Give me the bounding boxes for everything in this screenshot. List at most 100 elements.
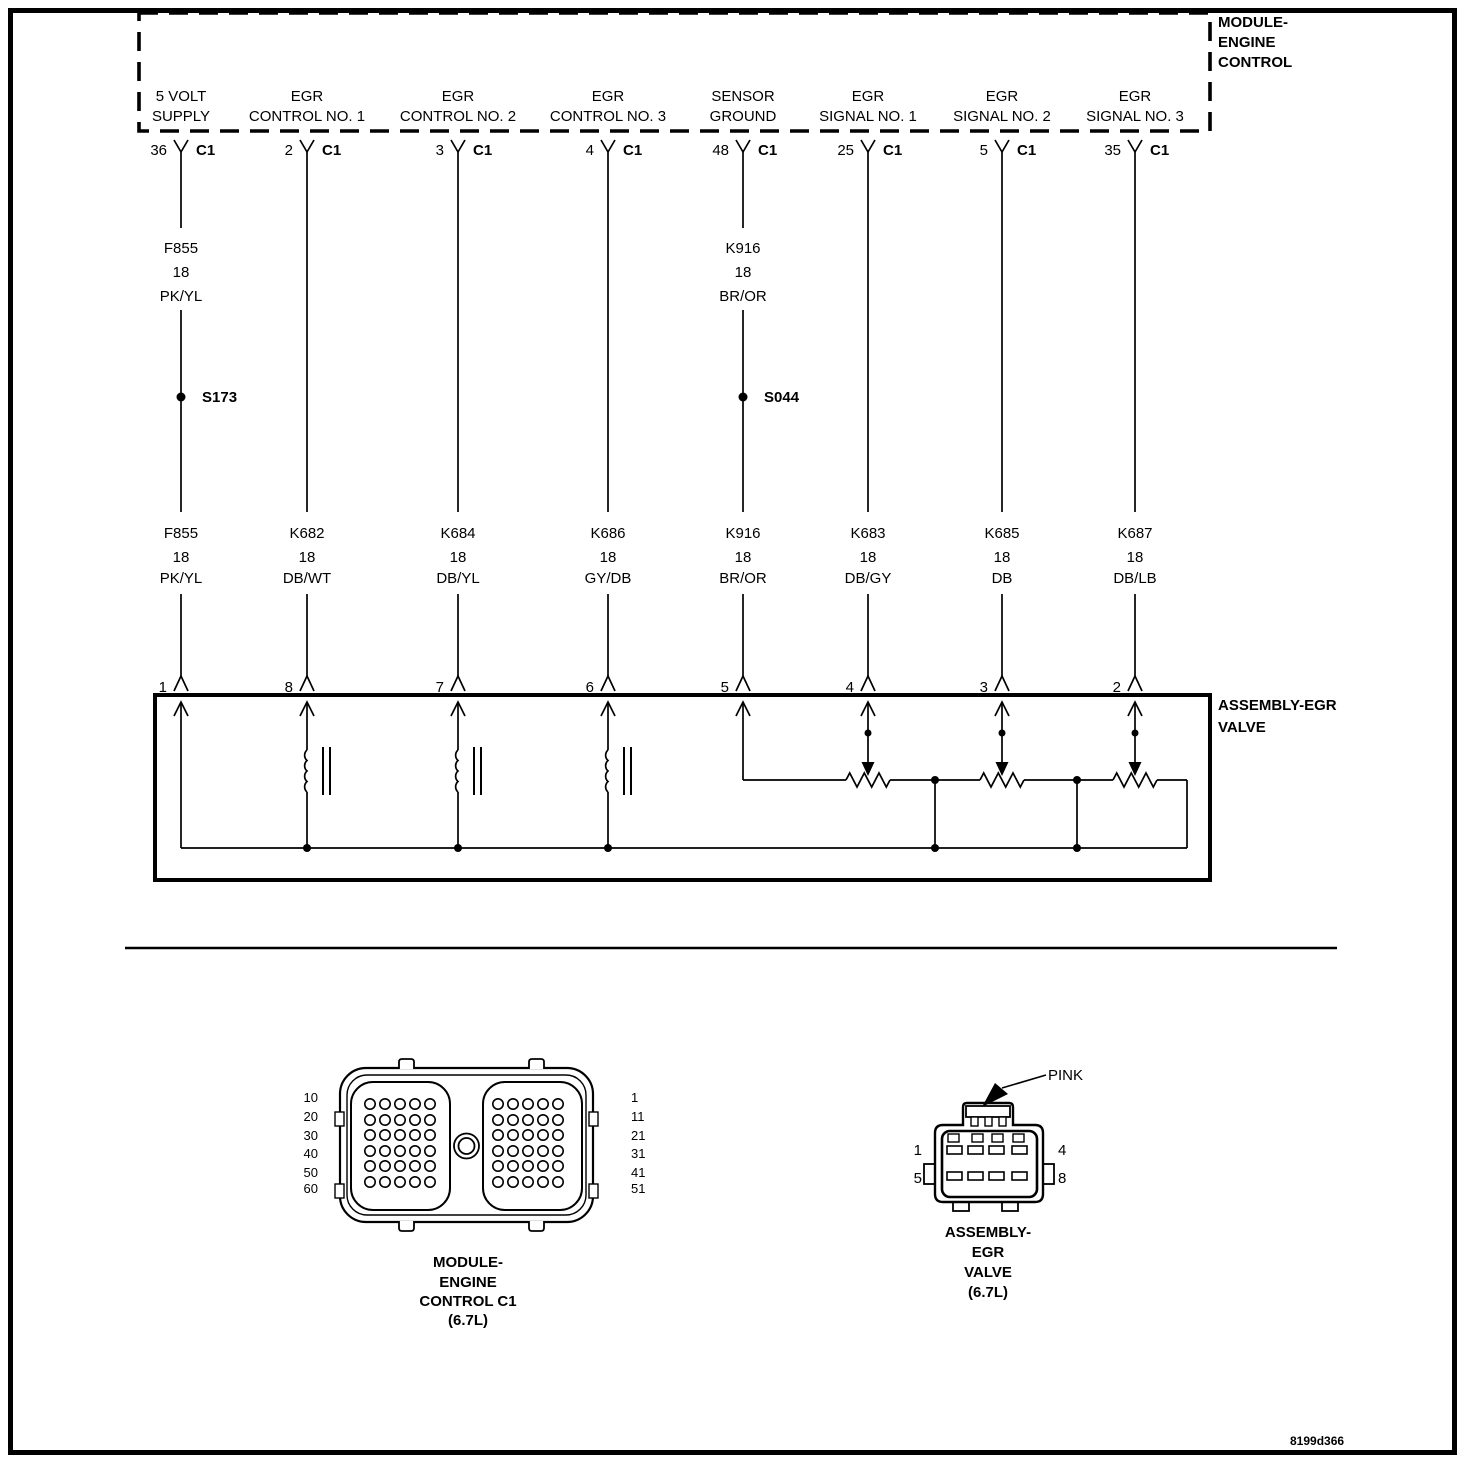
connector-pin-row-label: 30 xyxy=(303,1128,318,1143)
module-connector-label: C1 xyxy=(1150,142,1170,159)
connector-pin-hole-icon xyxy=(363,1129,376,1142)
potentiometer-resistor-2 xyxy=(979,771,1025,789)
column-header-line1: EGR xyxy=(1118,88,1152,105)
lock-color-label: PINK xyxy=(1048,1067,1084,1084)
solenoid-coil-3 xyxy=(604,702,632,852)
connector-pin-row-label: 20 xyxy=(303,1109,318,1124)
module-pin-number: 35 xyxy=(1104,142,1121,159)
connector-pin-hole-icon xyxy=(551,1145,564,1158)
column-header-line1: EGR xyxy=(851,88,885,105)
connector-pin-hole-icon xyxy=(423,1098,436,1111)
connector-pin-hole-icon xyxy=(551,1160,564,1173)
column-header-line1: EGR xyxy=(441,88,475,105)
module-engine-control-dashed-box xyxy=(137,11,1212,133)
valve-connector-pin-label: 4 xyxy=(1058,1142,1067,1159)
wire-gauge: 18 xyxy=(172,264,190,281)
valve-pin-number: 6 xyxy=(585,679,594,696)
connector-pin-hole-icon xyxy=(506,1145,519,1158)
page-border xyxy=(8,8,1457,1455)
connector-pin-hole-icon xyxy=(363,1145,376,1158)
connector-pin-hole-icon xyxy=(506,1129,519,1142)
column-header-line2: SUPPLY xyxy=(151,108,211,125)
connector-pin-hole-icon xyxy=(506,1176,519,1189)
column-header-line2: SIGNAL NO. 3 xyxy=(1086,108,1184,125)
module-pin-number: 48 xyxy=(712,142,729,159)
column-header-line2: SIGNAL NO. 2 xyxy=(953,108,1051,125)
connector-pin-hole-icon xyxy=(393,1129,406,1142)
module-box-label-line3: CONTROL xyxy=(1218,54,1293,71)
wire-gauge: 18 xyxy=(734,549,752,566)
connector-pin-hole-icon xyxy=(491,1098,504,1111)
connector-pin-hole-icon xyxy=(423,1129,436,1142)
diagram-id: 8199d366 xyxy=(1290,1434,1345,1448)
valve-connector-caption-line3: VALVE xyxy=(964,1264,1012,1281)
module-connector-caption-line2: ENGINE xyxy=(439,1274,497,1291)
connector-pin-row-label: 40 xyxy=(303,1146,318,1161)
wire-color: BR/OR xyxy=(719,570,767,587)
connector-pin-hole-icon xyxy=(536,1176,549,1189)
connector-pin-hole-icon xyxy=(363,1160,376,1173)
valve-pin-number: 2 xyxy=(1112,679,1121,696)
solenoid-coil-2 xyxy=(454,702,482,852)
valve-pin-number: 4 xyxy=(845,679,854,696)
wire-gauge: 18 xyxy=(734,264,752,281)
wire-code: F855 xyxy=(163,525,199,542)
connector-pin-hole-icon xyxy=(393,1114,406,1127)
wire-color: PK/YL xyxy=(159,570,203,587)
module-connector-label: C1 xyxy=(758,142,778,159)
potentiometer-resistor-3 xyxy=(1112,771,1158,789)
wire-code: K682 xyxy=(289,525,325,542)
connector-pin-hole-icon xyxy=(393,1176,406,1189)
connector-pin-hole-icon xyxy=(551,1098,564,1111)
module-pin-number: 5 xyxy=(979,142,988,159)
wire-color: BR/OR xyxy=(719,288,767,305)
wire-egr-signal-3 xyxy=(1127,139,1143,692)
wire-color: DB/YL xyxy=(436,570,480,587)
module-connector-label: C1 xyxy=(883,142,903,159)
connector-pin-hole-icon xyxy=(536,1114,549,1127)
module-connector-caption-line1: MODULE- xyxy=(433,1254,503,1271)
connector-pin-hole-icon xyxy=(378,1160,391,1173)
wire-code: K685 xyxy=(984,525,1020,542)
potentiometer-wiper-3 xyxy=(1128,702,1142,776)
wire-code: K684 xyxy=(440,525,476,542)
connector-pin-row-label: 1 xyxy=(631,1090,639,1105)
connector-pin-hole-icon xyxy=(378,1129,391,1142)
connector-pin-hole-icon xyxy=(536,1145,549,1158)
wire-color: GY/DB xyxy=(584,570,632,587)
module-connector-label: C1 xyxy=(473,142,493,159)
wire-code: K683 xyxy=(850,525,886,542)
connector-pin-hole-icon xyxy=(423,1114,436,1127)
wire-gauge: 18 xyxy=(172,549,190,566)
valve-pin-number: 7 xyxy=(435,679,444,696)
connector-pin-hole-icon xyxy=(521,1176,534,1189)
connector-pin-hole-icon xyxy=(408,1098,421,1111)
module-pin-number: 2 xyxy=(284,142,293,159)
valve-box-label-line2: VALVE xyxy=(1218,719,1266,736)
valve-connector-pin-label: 5 xyxy=(913,1170,922,1187)
connector-pin-row-label: 50 xyxy=(303,1165,318,1180)
potentiometer-resistor-1 xyxy=(845,771,891,789)
wire-code: F855 xyxy=(163,240,199,257)
egr-valve-box xyxy=(153,693,1212,882)
connector-pin-row-label: 21 xyxy=(631,1128,646,1143)
module-pin-number: 36 xyxy=(150,142,167,159)
wire-egr-control-1 xyxy=(299,139,315,692)
connector-pin-hole-icon xyxy=(393,1145,406,1158)
column-header-line2: SIGNAL NO. 1 xyxy=(819,108,917,125)
egr-valve-internal-circuit xyxy=(173,700,1188,852)
connector-pin-hole-icon xyxy=(408,1129,421,1142)
connector-lock-tab xyxy=(965,1105,1011,1127)
connector-pin-row-label: 41 xyxy=(631,1165,646,1180)
connector-pin-hole-icon xyxy=(363,1098,376,1111)
connector-pin-hole-icon xyxy=(491,1160,504,1173)
wire-color: DB/WT xyxy=(282,570,332,587)
module-box-label-line1: MODULE- xyxy=(1218,14,1288,31)
connector-pin-hole-icon xyxy=(521,1098,534,1111)
wire-5-volt-supply xyxy=(173,139,189,692)
connector-pin-hole-icon xyxy=(506,1114,519,1127)
connector-pin-row-label: 51 xyxy=(631,1181,646,1196)
potentiometer-wiper-1 xyxy=(861,702,875,776)
column-header-line1: EGR xyxy=(290,88,324,105)
wire-egr-control-2 xyxy=(450,139,466,692)
